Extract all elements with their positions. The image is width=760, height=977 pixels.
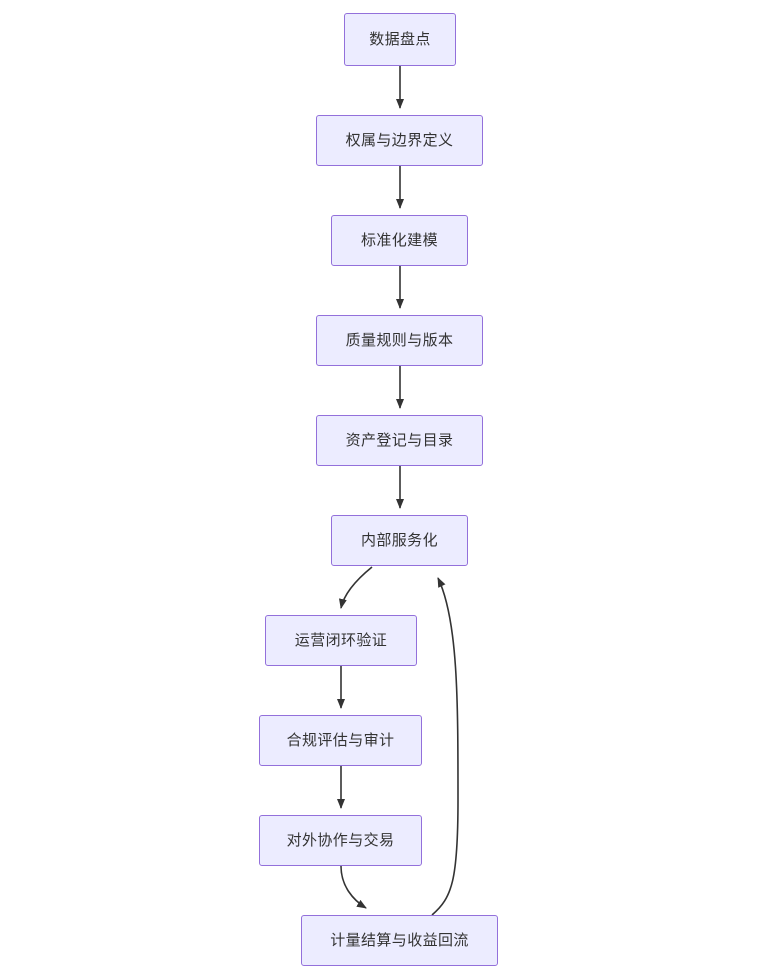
flow-edge-n9-to-n10: [340, 865, 367, 909]
flow-node-n9[interactable]: 对外协作与交易: [259, 815, 422, 866]
flow-node-n10[interactable]: 计量结算与收益回流: [301, 915, 498, 966]
flow-node-label: 权属与边界定义: [345, 131, 454, 149]
flow-node-label: 合规评估与审计: [286, 731, 395, 749]
flow-node-n2[interactable]: 权属与边界定义: [316, 115, 483, 166]
flow-node-n4[interactable]: 质量规则与版本: [316, 315, 483, 366]
flow-edge-n10-to-n6: [431, 577, 459, 916]
flow-node-label: 资产登记与目录: [345, 431, 454, 449]
flow-node-label: 标准化建模: [360, 231, 438, 249]
flow-node-n3[interactable]: 标准化建模: [331, 215, 468, 266]
flow-node-n5[interactable]: 资产登记与目录: [316, 415, 483, 466]
flow-edge-n6-to-n7: [338, 566, 373, 609]
flow-node-n6[interactable]: 内部服务化: [331, 515, 468, 566]
flow-node-n1[interactable]: 数据盘点: [344, 13, 456, 66]
flow-node-label: 计量结算与收益回流: [330, 931, 469, 949]
flow-node-label: 数据盘点: [369, 30, 431, 48]
flow-node-label: 质量规则与版本: [345, 331, 454, 349]
flow-node-label: 运营闭环验证: [294, 631, 388, 649]
flow-node-label: 对外协作与交易: [286, 831, 395, 849]
flow-node-n8[interactable]: 合规评估与审计: [259, 715, 422, 766]
flow-node-n7[interactable]: 运营闭环验证: [265, 615, 417, 666]
flow-node-label: 内部服务化: [360, 531, 438, 549]
